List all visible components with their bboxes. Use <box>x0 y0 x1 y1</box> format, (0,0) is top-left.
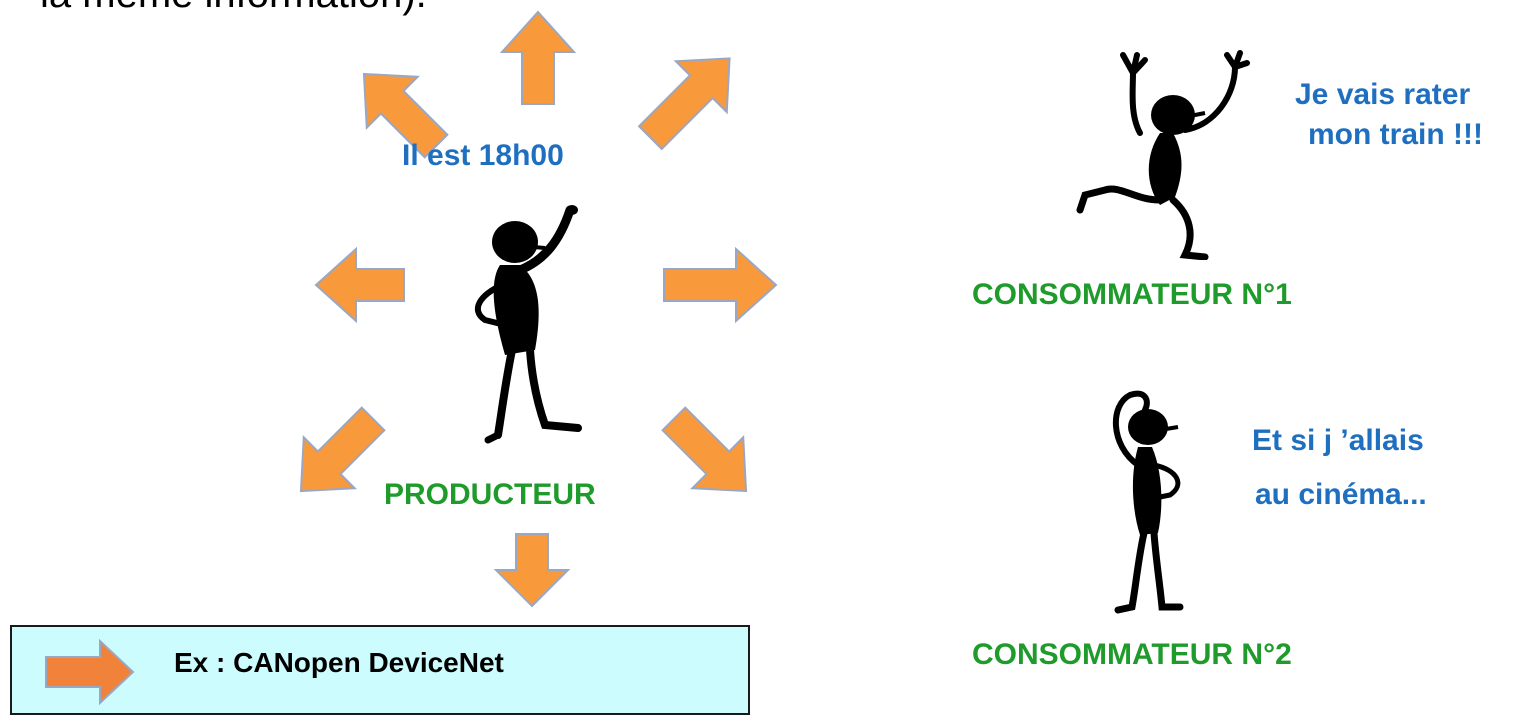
consumer2-figure-icon <box>1113 390 1184 614</box>
consumer1-speech-line1: Je vais rater <box>1295 78 1471 111</box>
producer-figure-icon <box>474 205 582 444</box>
arrow-down-left-icon <box>299 406 386 493</box>
consumer2-label: CONSOMMATEUR N°2 <box>972 638 1292 671</box>
producer-speech: Il est 18h00 <box>402 139 564 172</box>
example-box: Ex : CANopen DeviceNet <box>10 625 750 715</box>
arrow-down-right-icon <box>661 406 748 493</box>
example-text: Ex : CANopen DeviceNet <box>174 647 504 678</box>
arrow-up-right-icon <box>637 57 731 151</box>
consumer1-speech-line2: mon train !!! <box>1308 118 1483 151</box>
arrow-right-icon <box>663 246 778 324</box>
arrow-up-icon <box>499 10 577 105</box>
consumer2-speech-line2: au cinéma... <box>1255 478 1427 511</box>
top-text-fragment: la même information). <box>40 0 427 17</box>
consumer1-label: CONSOMMATEUR N°1 <box>972 278 1292 311</box>
producer-label: PRODUCTEUR <box>384 478 596 511</box>
consumer2-speech-line1: Et si j ’allais <box>1252 424 1424 457</box>
arrow-left-icon <box>314 246 405 324</box>
arrow-up-left-icon <box>362 72 449 159</box>
arrow-right-icon <box>45 638 135 706</box>
consumer1-figure-icon <box>1076 50 1250 260</box>
arrow-down-icon <box>493 533 571 608</box>
